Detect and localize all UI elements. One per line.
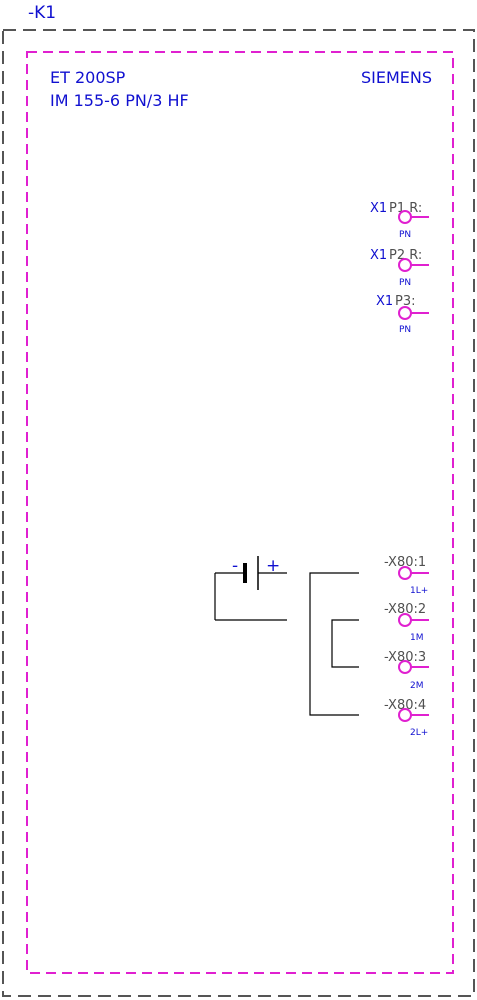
port-pin-label: P2 R: <box>389 248 422 263</box>
device-tag: -K1 <box>28 3 56 23</box>
port-signal-label: PN <box>399 325 411 335</box>
terminal-signal-label: 2L+ <box>410 728 428 738</box>
power-terminal-1: -X80:1 1L+ <box>384 555 429 596</box>
terminal-signal-label: 2M <box>410 681 424 691</box>
power-terminal-3: -X80:3 2M <box>384 650 429 691</box>
manufacturer-label: SIEMENS <box>361 68 432 87</box>
port-connector-label: X1 <box>370 201 387 216</box>
m-bridge-wire <box>331 619 359 668</box>
port-connector-label: X1 <box>376 294 393 309</box>
port-p2: X1 P2 R: PN <box>370 248 429 288</box>
device-model: IM 155-6 PN/3 HF <box>50 91 189 110</box>
power-terminal-2: -X80:2 1M <box>384 602 429 643</box>
terminal-signal-label: 1L+ <box>410 586 428 596</box>
l-plus-bridge-wire <box>309 572 359 716</box>
outer-frame <box>2 29 475 997</box>
terminal-signal-label: 1M <box>410 633 424 643</box>
port-p3: X1 P3: PN <box>376 294 429 335</box>
power-terminal-4: -X80:4 2L+ <box>384 698 429 738</box>
battery-symbol: - + <box>214 556 287 621</box>
port-pin-label: P1 R: <box>389 201 422 216</box>
terminal-pin-label: -X80:1 <box>384 555 426 570</box>
port-signal-label: PN <box>399 230 411 240</box>
port-p1: X1 P1 R: PN <box>370 201 429 240</box>
battery-minus-label: - <box>232 556 238 576</box>
port-signal-label: PN <box>399 278 411 288</box>
power-bridge-wires <box>309 572 359 716</box>
terminal-pin-label: -X80:2 <box>384 602 426 617</box>
port-connector-label: X1 <box>370 248 387 263</box>
device-family: ET 200SP <box>50 68 126 87</box>
terminal-pin-label: -X80:4 <box>384 698 426 713</box>
battery-plus-label: + <box>266 556 280 576</box>
port-pin-label: P3: <box>395 294 416 309</box>
terminal-pin-label: -X80:3 <box>384 650 426 665</box>
inner-frame <box>26 51 454 974</box>
